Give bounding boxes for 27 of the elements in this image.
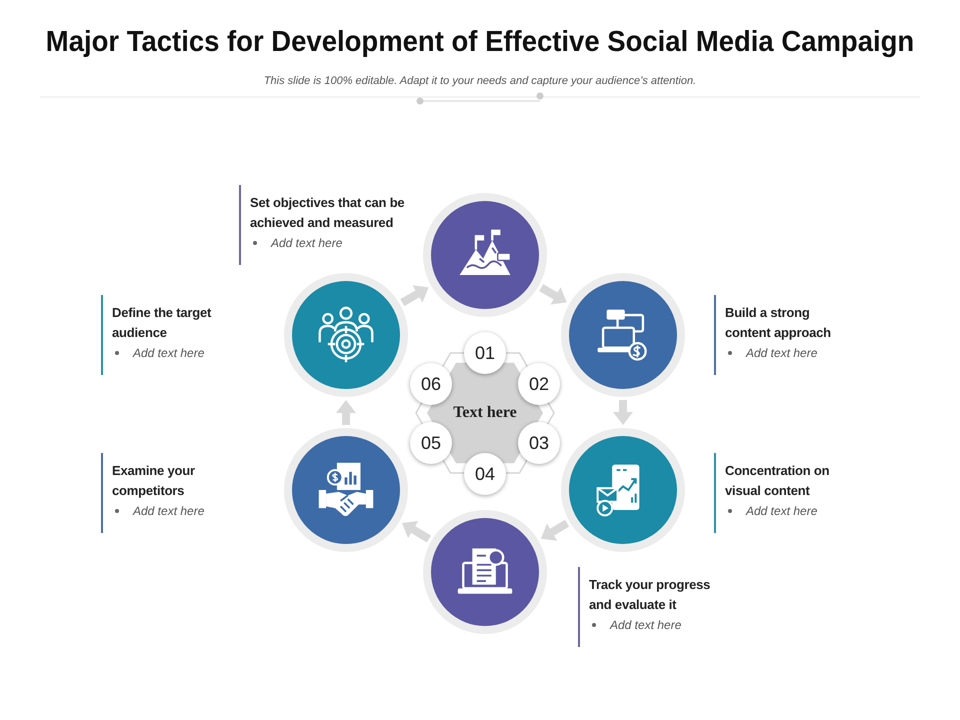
bullet-text: Add text here [746,346,818,360]
step-heading: Track your progress and evaluate it [589,576,712,614]
step-number-circle: 04 [464,453,506,495]
arrow [539,284,569,306]
step-number-circle: 02 [518,363,560,405]
arrow [613,400,633,425]
step-number-circle: 05 [410,422,452,464]
step-heading: Concentration on visual content [725,462,830,500]
arrow [538,520,570,542]
step-heading: Define the target audience [112,304,212,342]
title: Major Tactics for Development of Effective Social Media Campaign [46,25,914,60]
center-text: Text here [453,404,517,422]
step-number-circle: 03 [518,422,560,464]
arrow [400,284,431,306]
step-heading: Examine your competitors [112,462,196,500]
bullet-text: Add text here [133,504,204,518]
bullet-text: Add text here [133,346,204,360]
bullet-text: Add text here [746,504,818,518]
step-heading: Set objectives that can be achieved and measured [250,194,406,232]
subtitle: This slide is 100% editable. Adapt it to your needs and capture your audience’s attention. [264,74,696,88]
arrow [336,400,356,425]
step-number-circle: 06 [410,363,452,405]
step-heading: Build a strong content approach [725,304,832,342]
arrow [400,520,432,542]
bullet-text: Add text here [271,236,342,250]
step-number-circle: 01 [464,332,506,374]
bullet-text: Add text here [610,618,682,632]
